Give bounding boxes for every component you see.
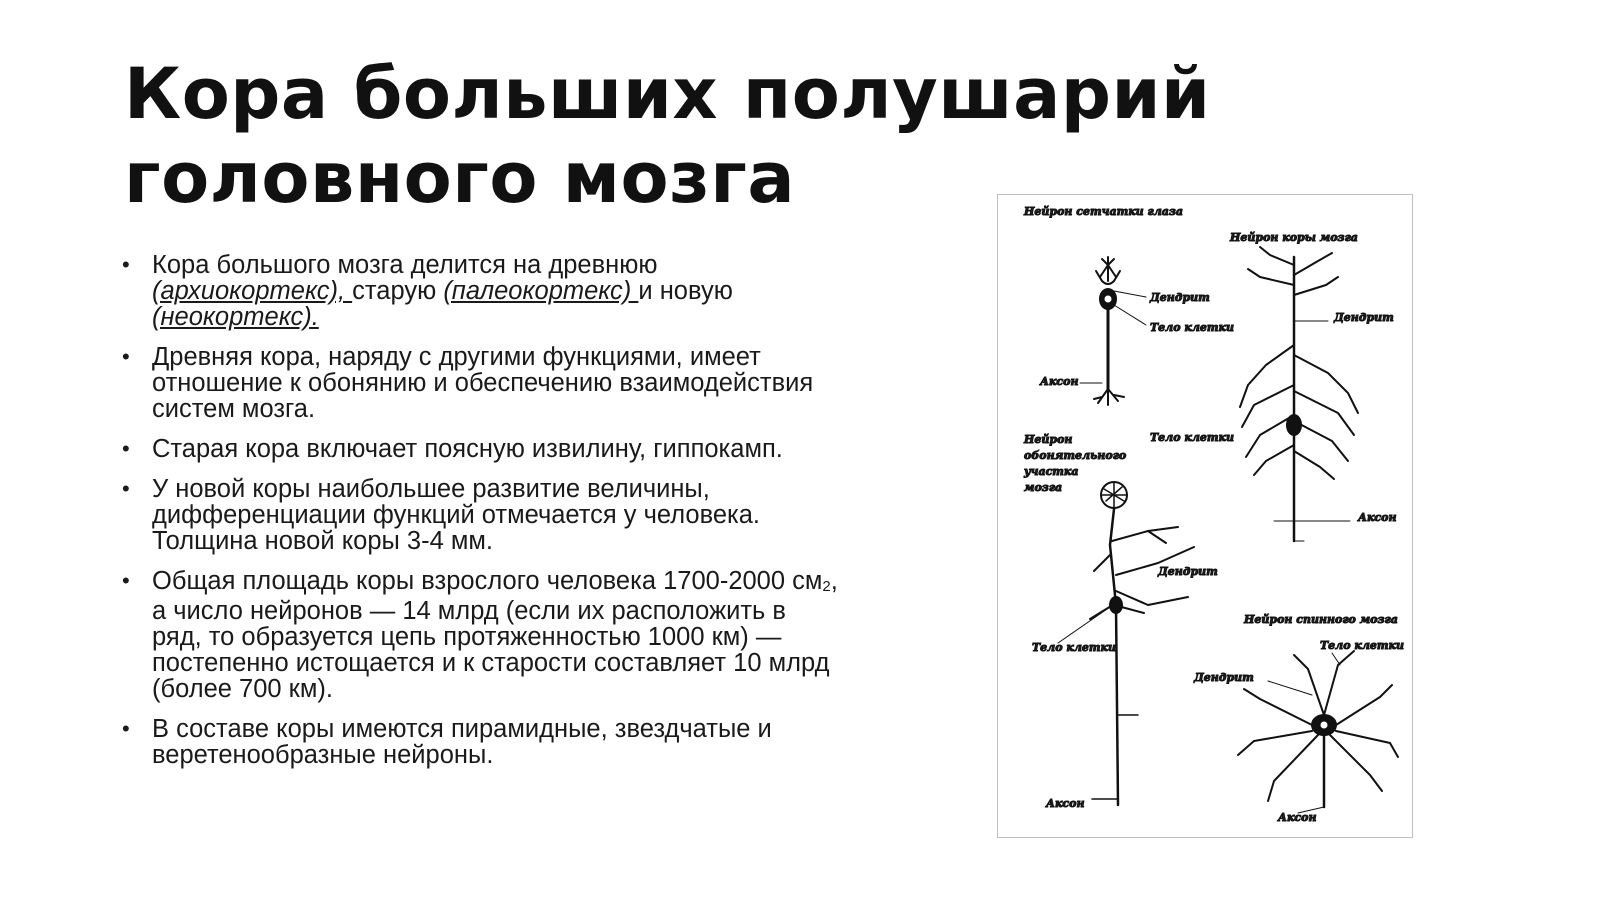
cortex-neuron-title: Нейрон коры мозга (1229, 231, 1358, 244)
bullet-text: В составе коры имеются пирамидные, звезд… (152, 715, 772, 769)
retina-neuron-drawing (1079, 256, 1147, 406)
neurons-figure: Нейрон сетчатки глаза Нейрон коры мозга … (997, 194, 1413, 838)
spinal-dendrite-label: Дендрит (1193, 671, 1254, 684)
bullet-text: и новую (638, 277, 733, 305)
bullet-item: • Старая кора включает поясную извилину,… (118, 436, 838, 462)
title-line-2: головного мозга (124, 137, 796, 219)
neocortex-link[interactable]: (неокортекс). (152, 303, 319, 331)
bullet-text: У новой коры наибольшее развитие величин… (152, 475, 761, 555)
spinal-cellbody-label: Тело клетки (1320, 639, 1404, 652)
retina-neuron-title: Нейрон сетчатки глаза (1023, 205, 1183, 218)
retina-axon-label: Аксон (1039, 375, 1078, 388)
olfactory-axon-label: Аксон (1045, 797, 1084, 810)
spinal-axon-label: Аксон (1277, 811, 1316, 824)
archicortex-link[interactable]: (архиокортекс), (152, 277, 353, 305)
retina-cellbody-label: Тело клетки (1150, 321, 1234, 334)
paleocortex-link[interactable]: (палеокортекс) (443, 277, 639, 305)
bullet-item: • Древняя кора, наряду с другими функция… (118, 344, 838, 422)
bullet-text: Кора большого мозга делится на древнюю (152, 251, 658, 279)
olfactory-title-4: мозга (1024, 481, 1062, 494)
superscript-2: 2 (822, 578, 831, 595)
neurons-illustration: Нейрон сетчатки глаза Нейрон коры мозга … (1023, 205, 1405, 825)
olfactory-dendrite-label: Дендрит (1157, 565, 1218, 578)
bullet-list: • Кора большого мозга делится на древнюю… (118, 252, 838, 782)
bullet-dot-icon: • (122, 716, 130, 741)
bullet-text: Общая площадь коры взрослого человека 17… (152, 567, 823, 595)
bullet-item: • Общая площадь коры взрослого человека … (118, 568, 838, 702)
retina-dendrite-label: Дендрит (1149, 291, 1210, 304)
olfactory-cellbody-label: Тело клетки (1032, 641, 1116, 654)
bullet-dot-icon: • (122, 476, 130, 501)
bullet-item: • В составе коры имеются пирамидные, зве… (118, 716, 838, 768)
cortex-neuron-drawing (1239, 246, 1359, 543)
olfactory-title-2: обонятельного (1024, 449, 1126, 462)
olfactory-title-1: Нейрон (1023, 433, 1072, 446)
spinal-neuron-title: Нейрон спинного мозга (1243, 613, 1398, 626)
bullet-dot-icon: • (122, 436, 130, 461)
bullet-text: Старая кора включает поясную извилину, г… (152, 435, 783, 463)
bullet-dot-icon: • (122, 252, 130, 277)
slide-title: Кора больших полушарий головного мозга (124, 52, 1211, 220)
bullet-dot-icon: • (122, 568, 130, 593)
cortex-cellbody-label: Тело клетки (1150, 431, 1234, 444)
bullet-dot-icon: • (122, 344, 130, 369)
bullet-text: старую (352, 277, 444, 305)
olfactory-title-3: участка (1023, 465, 1078, 478)
bullet-item: • У новой коры наибольшее развитие велич… (118, 476, 838, 554)
cortex-axon-label: Аксон (1357, 511, 1396, 524)
cortex-dendrite-label: Дендрит (1333, 311, 1394, 324)
bullet-item: • Кора большого мозга делится на древнюю… (118, 252, 838, 330)
bullet-text: Древняя кора, наряду с другими функциями… (152, 343, 814, 423)
olfactory-neuron-drawing (1057, 481, 1195, 807)
bullet-text: , а число нейронов — 14 млрд (если их ра… (152, 567, 838, 703)
title-line-1: Кора больших полушарий (124, 53, 1211, 135)
spinal-neuron-drawing (1237, 650, 1399, 814)
